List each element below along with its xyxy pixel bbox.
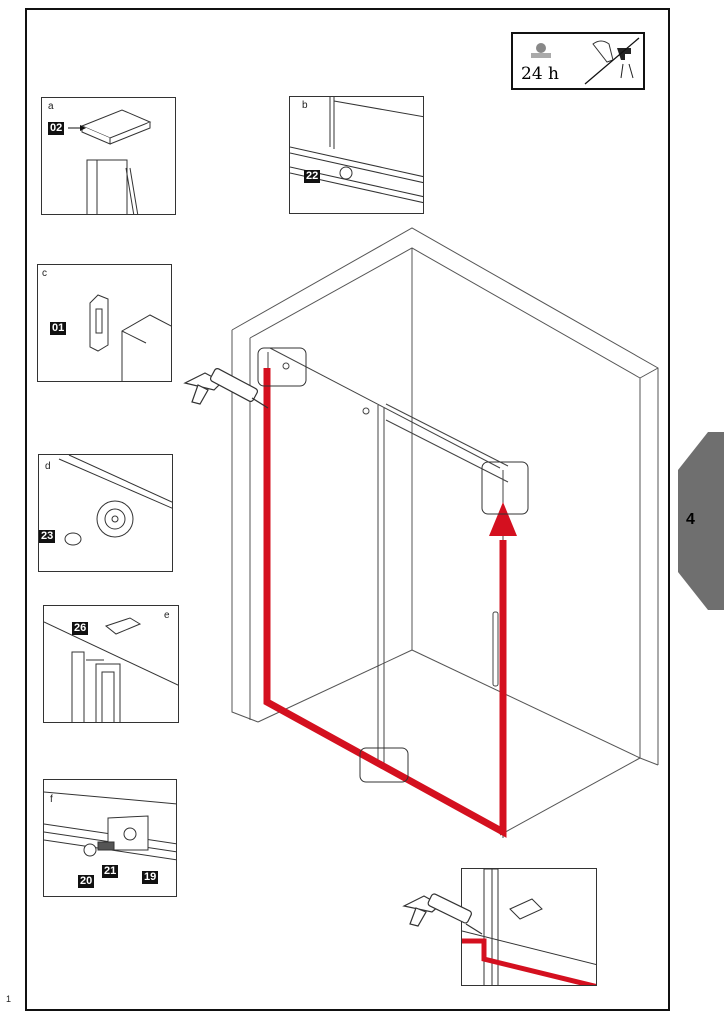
wall-bracket-drawing [89,294,171,381]
pointer-arrow-icon [68,125,86,131]
detail-panel-d: d 23 [38,454,173,572]
corner-seal-drawing [462,869,596,985]
part-number-tag: 22 [304,170,321,183]
part-number-tag: 26 [72,622,89,635]
section-tab [678,432,724,610]
roller-cap-drawing [58,455,172,546]
part-number-tag: 02 [48,122,65,135]
curing-time-text: 24 h [521,64,559,84]
panel-letter: a [48,101,54,112]
part-number-tag: 19 [142,871,159,884]
cap-profile-drawing [80,109,152,214]
section-tab-shape [678,432,724,610]
detail-panel-f: f 20 21 19 [43,779,177,897]
page-frame [25,8,670,1011]
part-number-tag: 23 [39,530,56,543]
detail-panel-c: c 01 [37,264,172,382]
part-number-tag: 01 [50,322,67,335]
panel-letter: d [45,461,51,472]
section-number: 4 [686,511,695,528]
stopper-drawing [44,791,176,861]
page-number: 1 [6,994,12,1004]
panel-letter: c [42,268,47,279]
panel-letter: e [164,610,170,621]
detail-panel-a: a 02 [41,97,176,215]
part-number-tag: 21 [102,865,119,878]
no-water-icon [531,37,640,85]
detail-panel-e: e 26 [43,605,179,723]
panel-letter: f [50,794,53,805]
part-number-tag: 20 [78,875,95,888]
detail-panel-b: b 22 [289,96,424,214]
end-cap-drawing [44,617,178,722]
curing-time-notice: 24 h [511,32,645,90]
sealant-detail-panel [461,868,597,986]
panel-letter: b [302,100,308,111]
